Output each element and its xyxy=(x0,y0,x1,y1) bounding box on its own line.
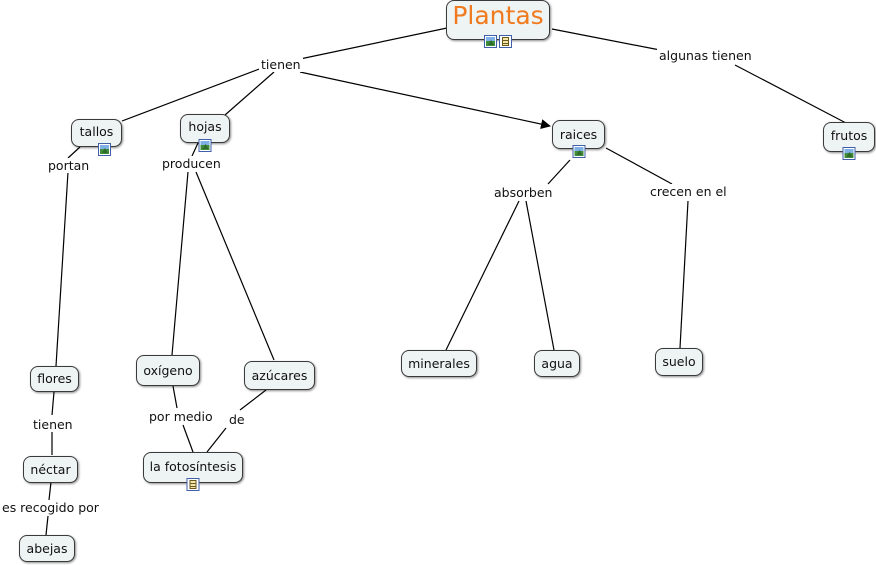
link-label-tienen-flores: tienen xyxy=(31,417,75,432)
link-recogido-abejas xyxy=(45,515,49,536)
link-nectar-recogido xyxy=(48,481,52,501)
link-plantas-tienen xyxy=(299,27,448,60)
link-label-absorben: absorben xyxy=(492,185,555,200)
link-producen-oxigeno xyxy=(171,171,189,356)
image-icon[interactable] xyxy=(484,35,497,48)
concept-label: agua xyxy=(541,356,573,371)
link-producen-azucares xyxy=(195,171,275,361)
concept-tallos[interactable]: tallos xyxy=(71,119,122,156)
link-oxigeno-pormedio xyxy=(172,385,178,409)
concept-flores[interactable]: flores xyxy=(30,366,79,392)
concept-oxigeno[interactable]: oxígeno xyxy=(136,355,200,386)
link-azucares-de xyxy=(239,389,267,411)
link-tallos-portan xyxy=(67,146,81,159)
link-absorben-minerales xyxy=(445,200,520,351)
concept-label: azúcares xyxy=(251,368,308,383)
link-label-portan: portan xyxy=(46,158,92,173)
link-tienen-hojas xyxy=(224,71,275,116)
link-label-crecen-en-el: crecen en el xyxy=(648,184,729,199)
concept-label: abejas xyxy=(26,541,68,556)
link-portan-flores xyxy=(55,171,69,367)
concept-label: néctar xyxy=(30,462,71,477)
link-flores-tienen xyxy=(51,391,55,416)
concept-suelo[interactable]: suelo xyxy=(655,348,703,376)
concept-label: minerales xyxy=(408,356,470,371)
concept-raices[interactable]: raices xyxy=(552,120,605,158)
concept-label: flores xyxy=(37,371,72,386)
concept-azucares[interactable]: azúcares xyxy=(244,361,315,390)
link-label-tienen: tienen xyxy=(259,57,303,72)
link-label-de: de xyxy=(227,412,247,427)
concept-fotosintesis[interactable]: la fotosíntesis xyxy=(143,452,243,491)
concept-frutos[interactable]: frutos xyxy=(823,122,875,160)
concept-plantas[interactable]: Plantas xyxy=(446,0,550,48)
concept-label: Plantas xyxy=(452,1,544,30)
image-icon[interactable] xyxy=(98,143,111,156)
concept-label: tallos xyxy=(79,124,114,139)
link-label-algunas-tienen: algunas tienen xyxy=(657,48,754,63)
link-pormedio-fotosintesis xyxy=(182,424,194,453)
concept-abejas[interactable]: abejas xyxy=(19,535,75,562)
link-hojas-producen xyxy=(191,142,199,157)
link-algunas-frutos xyxy=(734,64,847,124)
concept-label: frutos xyxy=(830,128,868,143)
link-tienen-tallos xyxy=(121,67,263,122)
concept-label: la fotosíntesis xyxy=(149,459,237,474)
image-icon[interactable] xyxy=(572,145,585,158)
link-crecen-suelo xyxy=(679,200,689,349)
concept-label: oxígeno xyxy=(143,363,193,378)
link-de-fotosintesis xyxy=(206,427,227,453)
link-label-producen: producen xyxy=(160,156,223,171)
link-raices-absorben xyxy=(547,159,571,185)
document-icon[interactable] xyxy=(499,35,512,48)
link-label-por-medio: por medio xyxy=(147,409,215,424)
link-raices-crecen xyxy=(605,147,673,185)
concept-minerales[interactable]: minerales xyxy=(401,350,477,377)
concept-label: hojas xyxy=(188,119,222,134)
document-icon[interactable] xyxy=(186,478,200,491)
concept-label: suelo xyxy=(662,354,696,369)
image-icon[interactable] xyxy=(842,147,856,160)
link-label-es-recogido-por: es recogido por xyxy=(0,500,101,515)
concept-hojas[interactable]: hojas xyxy=(180,114,230,152)
link-tienen-raices xyxy=(299,71,551,129)
concept-nectar[interactable]: néctar xyxy=(23,456,78,483)
concept-agua[interactable]: agua xyxy=(534,350,580,377)
link-plantas-algunas xyxy=(551,28,661,51)
image-icon[interactable] xyxy=(198,139,212,152)
link-absorben-agua xyxy=(525,200,555,351)
concept-label: raices xyxy=(559,127,598,142)
